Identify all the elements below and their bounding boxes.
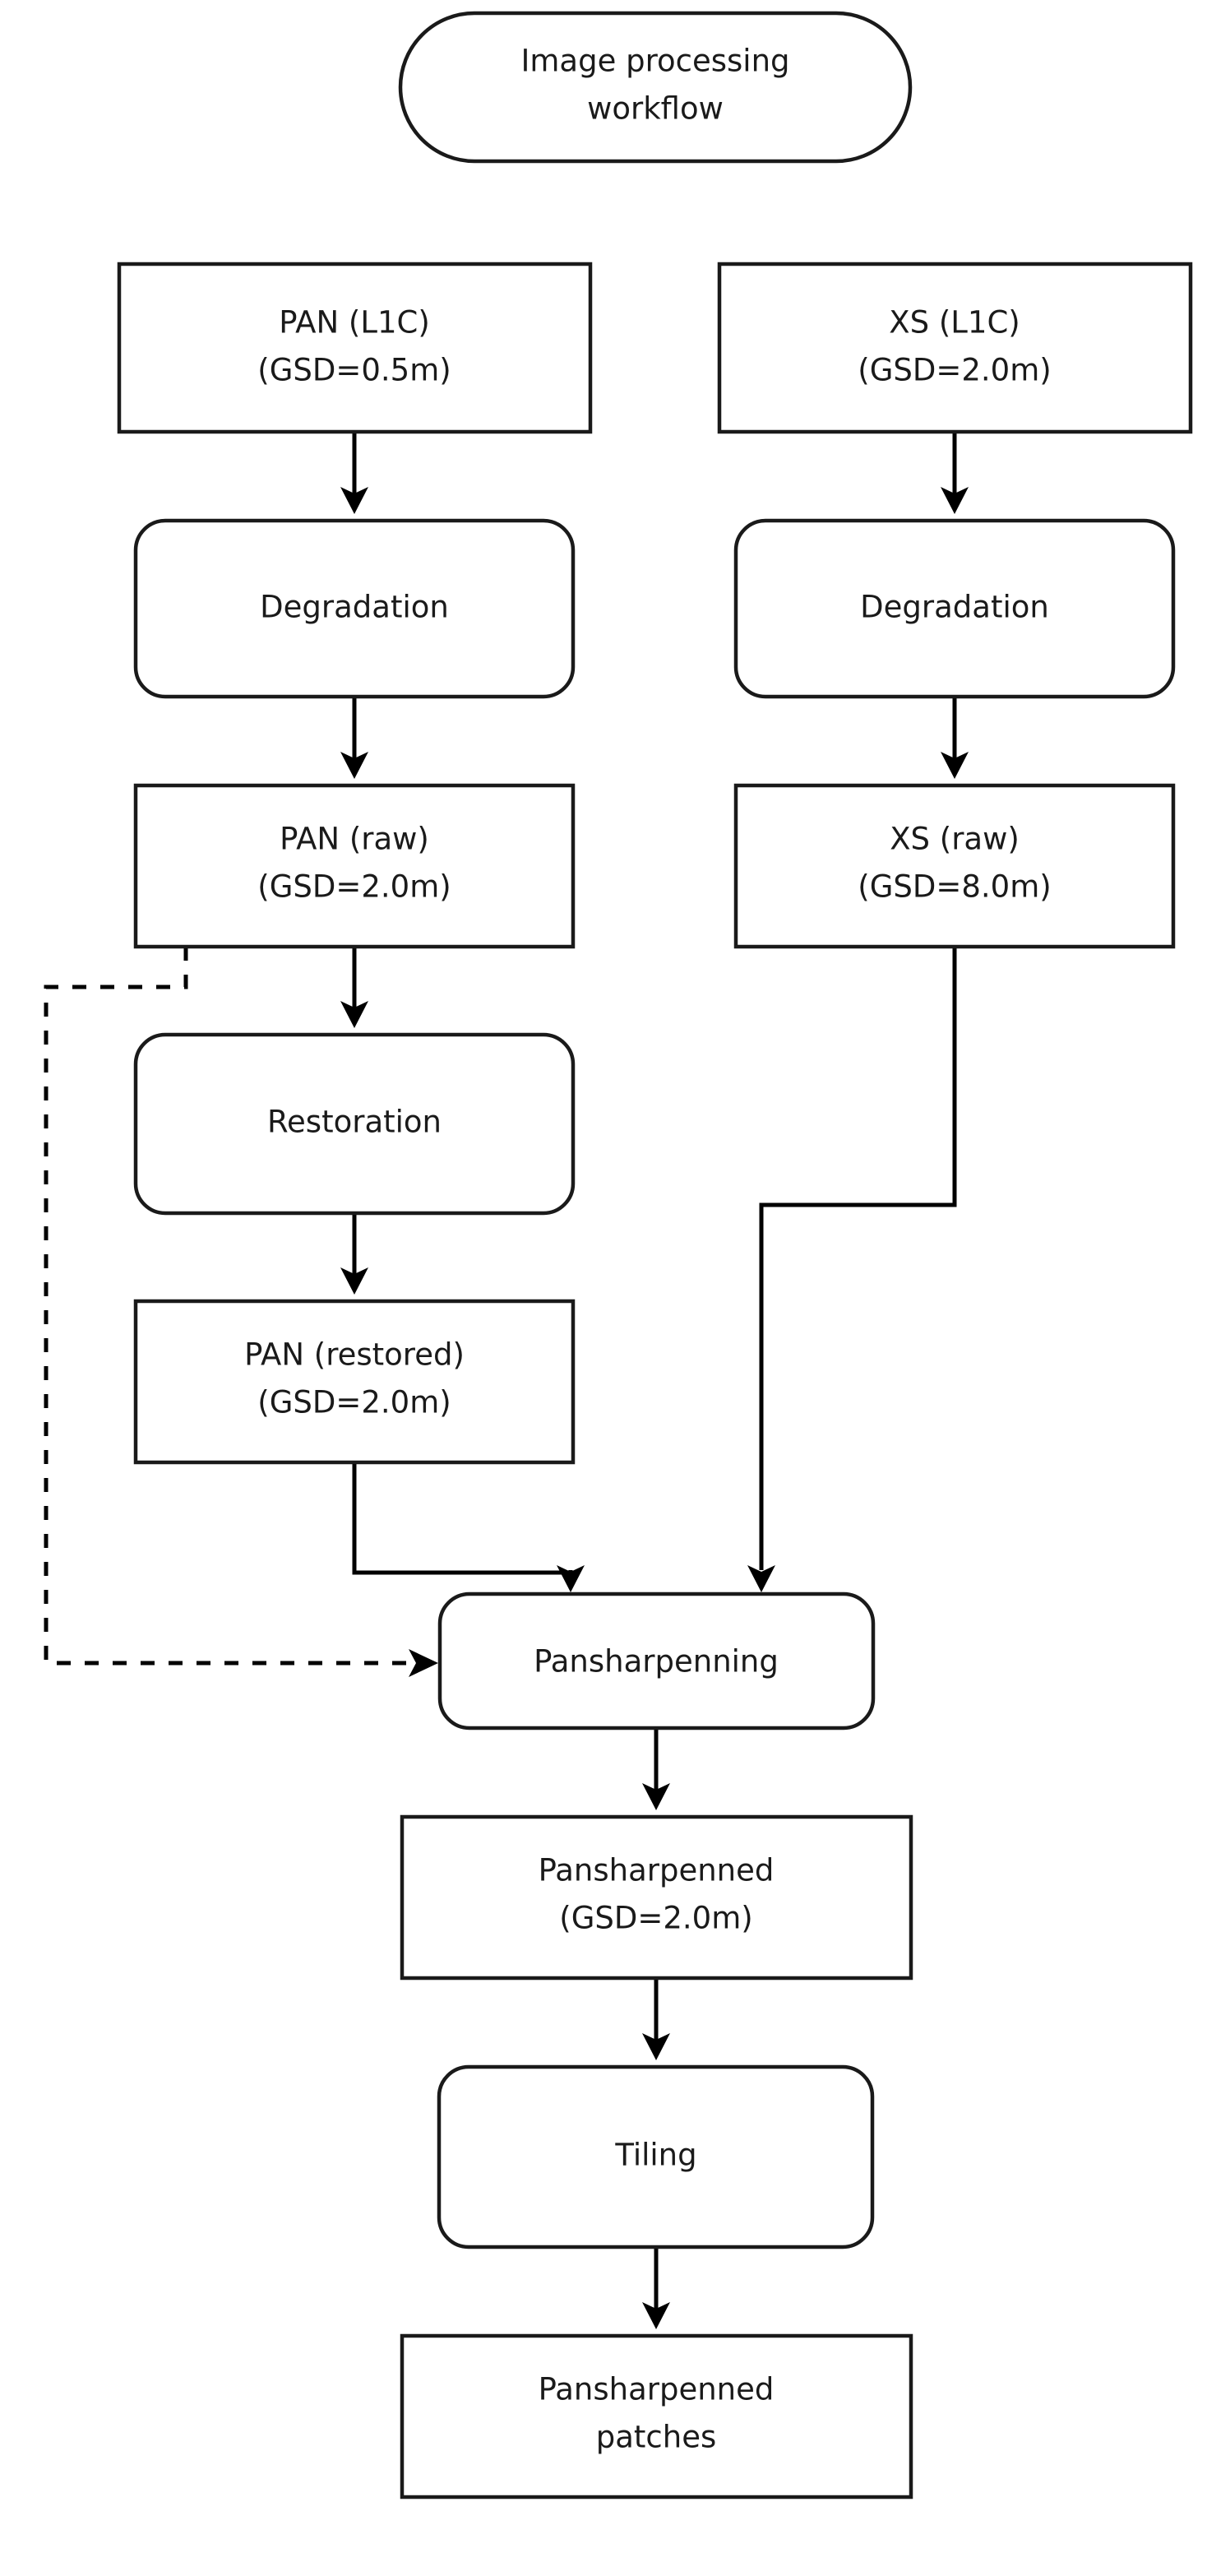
node-pan-restored-shape — [133, 1299, 576, 1465]
node-xs-l1c: XS (L1C) (GSD=2.0m) — [717, 262, 1193, 434]
node-pan-raw-line2: (GSD=2.0m) — [257, 869, 451, 905]
node-pan-l1c: PAN (L1C) (GSD=0.5m) — [117, 262, 593, 434]
node-pan-restored-line2: (GSD=2.0m) — [257, 1385, 451, 1420]
node-pansharpenned-line1: Pansharpenned — [539, 1853, 775, 1888]
workflow-title-shape — [398, 11, 913, 164]
node-pansharpenning: Pansharpenning — [437, 1591, 876, 1730]
node-degradation-xs-shape — [733, 518, 1176, 699]
node-xs-l1c-line1: XS (L1C) — [889, 305, 1020, 341]
workflow-title-line1: Image processing — [520, 44, 789, 79]
node-xs-raw-shape — [733, 783, 1176, 949]
edge-pan-restored-to-pansharpenning — [352, 1462, 585, 1592]
node-pan-restored-line1: PAN (restored) — [244, 1337, 465, 1373]
node-xs-l1c-shape — [717, 262, 1193, 434]
node-xs-raw: XS (raw) (GSD=8.0m) — [733, 783, 1176, 949]
edge-tiling-to-pansharpenned-patches — [642, 2247, 670, 2329]
node-restoration-shape — [133, 1032, 576, 1216]
node-pansharpenned: Pansharpenned (GSD=2.0m) — [400, 1814, 913, 1981]
node-degradation-pan-label: Degradation — [260, 590, 449, 625]
node-restoration: Restoration — [133, 1032, 576, 1216]
node-tiling-shape — [437, 2064, 875, 2249]
node-pansharpenning-label: Pansharpenning — [534, 1644, 779, 1679]
node-xs-l1c-line2: (GSD=2.0m) — [858, 353, 1051, 388]
edge-degradation-xs-to-xs-raw — [941, 697, 969, 779]
edge-xs-l1c-to-degradation-xs — [941, 432, 969, 514]
node-pan-l1c-line1: PAN (L1C) — [279, 305, 430, 341]
edge-xs-raw-to-pansharpenning — [747, 947, 957, 1592]
node-pansharpenned-line2: (GSD=2.0m) — [559, 1901, 752, 1936]
node-degradation-xs: Degradation — [733, 518, 1176, 699]
workflow-title-node: Image processing workflow — [398, 11, 913, 164]
node-pansharpenned-patches-line1: Pansharpenned — [539, 2372, 775, 2407]
node-degradation-xs-label: Degradation — [860, 590, 1049, 625]
node-pan-raw-line1: PAN (raw) — [280, 822, 429, 857]
edge-layer — [44, 432, 969, 2329]
node-pan-l1c-line2: (GSD=0.5m) — [257, 353, 451, 388]
node-pansharpenning-shape — [437, 1591, 876, 1730]
edge-restoration-to-pan-restored — [340, 1213, 368, 1295]
edge-pan-raw-to-restoration — [340, 947, 368, 1028]
node-tiling: Tiling — [437, 2064, 875, 2249]
node-tiling-label: Tiling — [614, 2138, 696, 2173]
edge-pansharpenning-to-pansharpenned — [642, 1728, 670, 1810]
node-pan-raw: PAN (raw) (GSD=2.0m) — [133, 783, 576, 949]
node-pansharpenned-patches-line2: patches — [596, 2420, 717, 2455]
node-restoration-label: Restoration — [267, 1105, 442, 1140]
edge-pansharpenned-to-tiling — [642, 1978, 670, 2060]
node-pansharpenned-patches-shape — [400, 2333, 913, 2500]
node-xs-raw-line1: XS (raw) — [890, 822, 1020, 857]
edge-pan-l1c-to-degradation-pan — [340, 432, 368, 514]
node-pan-l1c-shape — [117, 262, 593, 434]
node-xs-raw-line2: (GSD=8.0m) — [858, 869, 1051, 905]
node-pansharpenned-shape — [400, 1814, 913, 1981]
node-pan-raw-shape — [133, 783, 576, 949]
workflow-title-line2: workflow — [587, 91, 724, 127]
edge-pan-raw-to-pansharpenning-dashed — [44, 947, 438, 1677]
node-pansharpenned-patches: Pansharpenned patches — [400, 2333, 913, 2500]
node-degradation-pan: Degradation — [133, 518, 576, 699]
node-pan-restored: PAN (restored) (GSD=2.0m) — [133, 1299, 576, 1465]
edge-degradation-pan-to-pan-raw — [340, 697, 368, 779]
node-degradation-pan-shape — [133, 518, 576, 699]
